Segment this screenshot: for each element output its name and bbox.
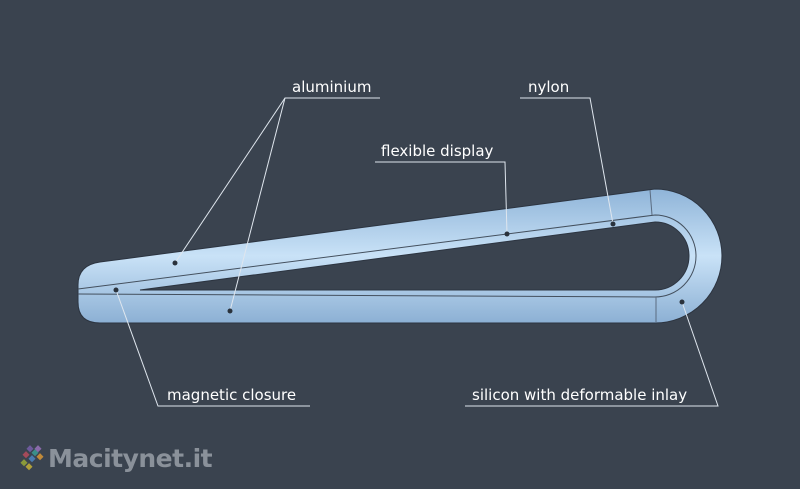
seam-right-top	[649, 189, 653, 216]
label-aluminium: aluminium	[292, 78, 372, 96]
logo-text: Macitynet.it	[48, 444, 213, 473]
folded-case-body	[77, 188, 723, 324]
logo-icon	[20, 445, 44, 471]
display-layer-line	[77, 214, 697, 298]
label-nylon: nylon	[528, 78, 570, 96]
label-flexible-display: flexible display	[381, 142, 494, 160]
leader-dots	[113, 221, 685, 314]
leader-lines	[115, 97, 719, 407]
label-magnetic-closure: magnetic closure	[167, 386, 297, 404]
label-silicon: silicon with deformable inlay	[472, 386, 688, 404]
